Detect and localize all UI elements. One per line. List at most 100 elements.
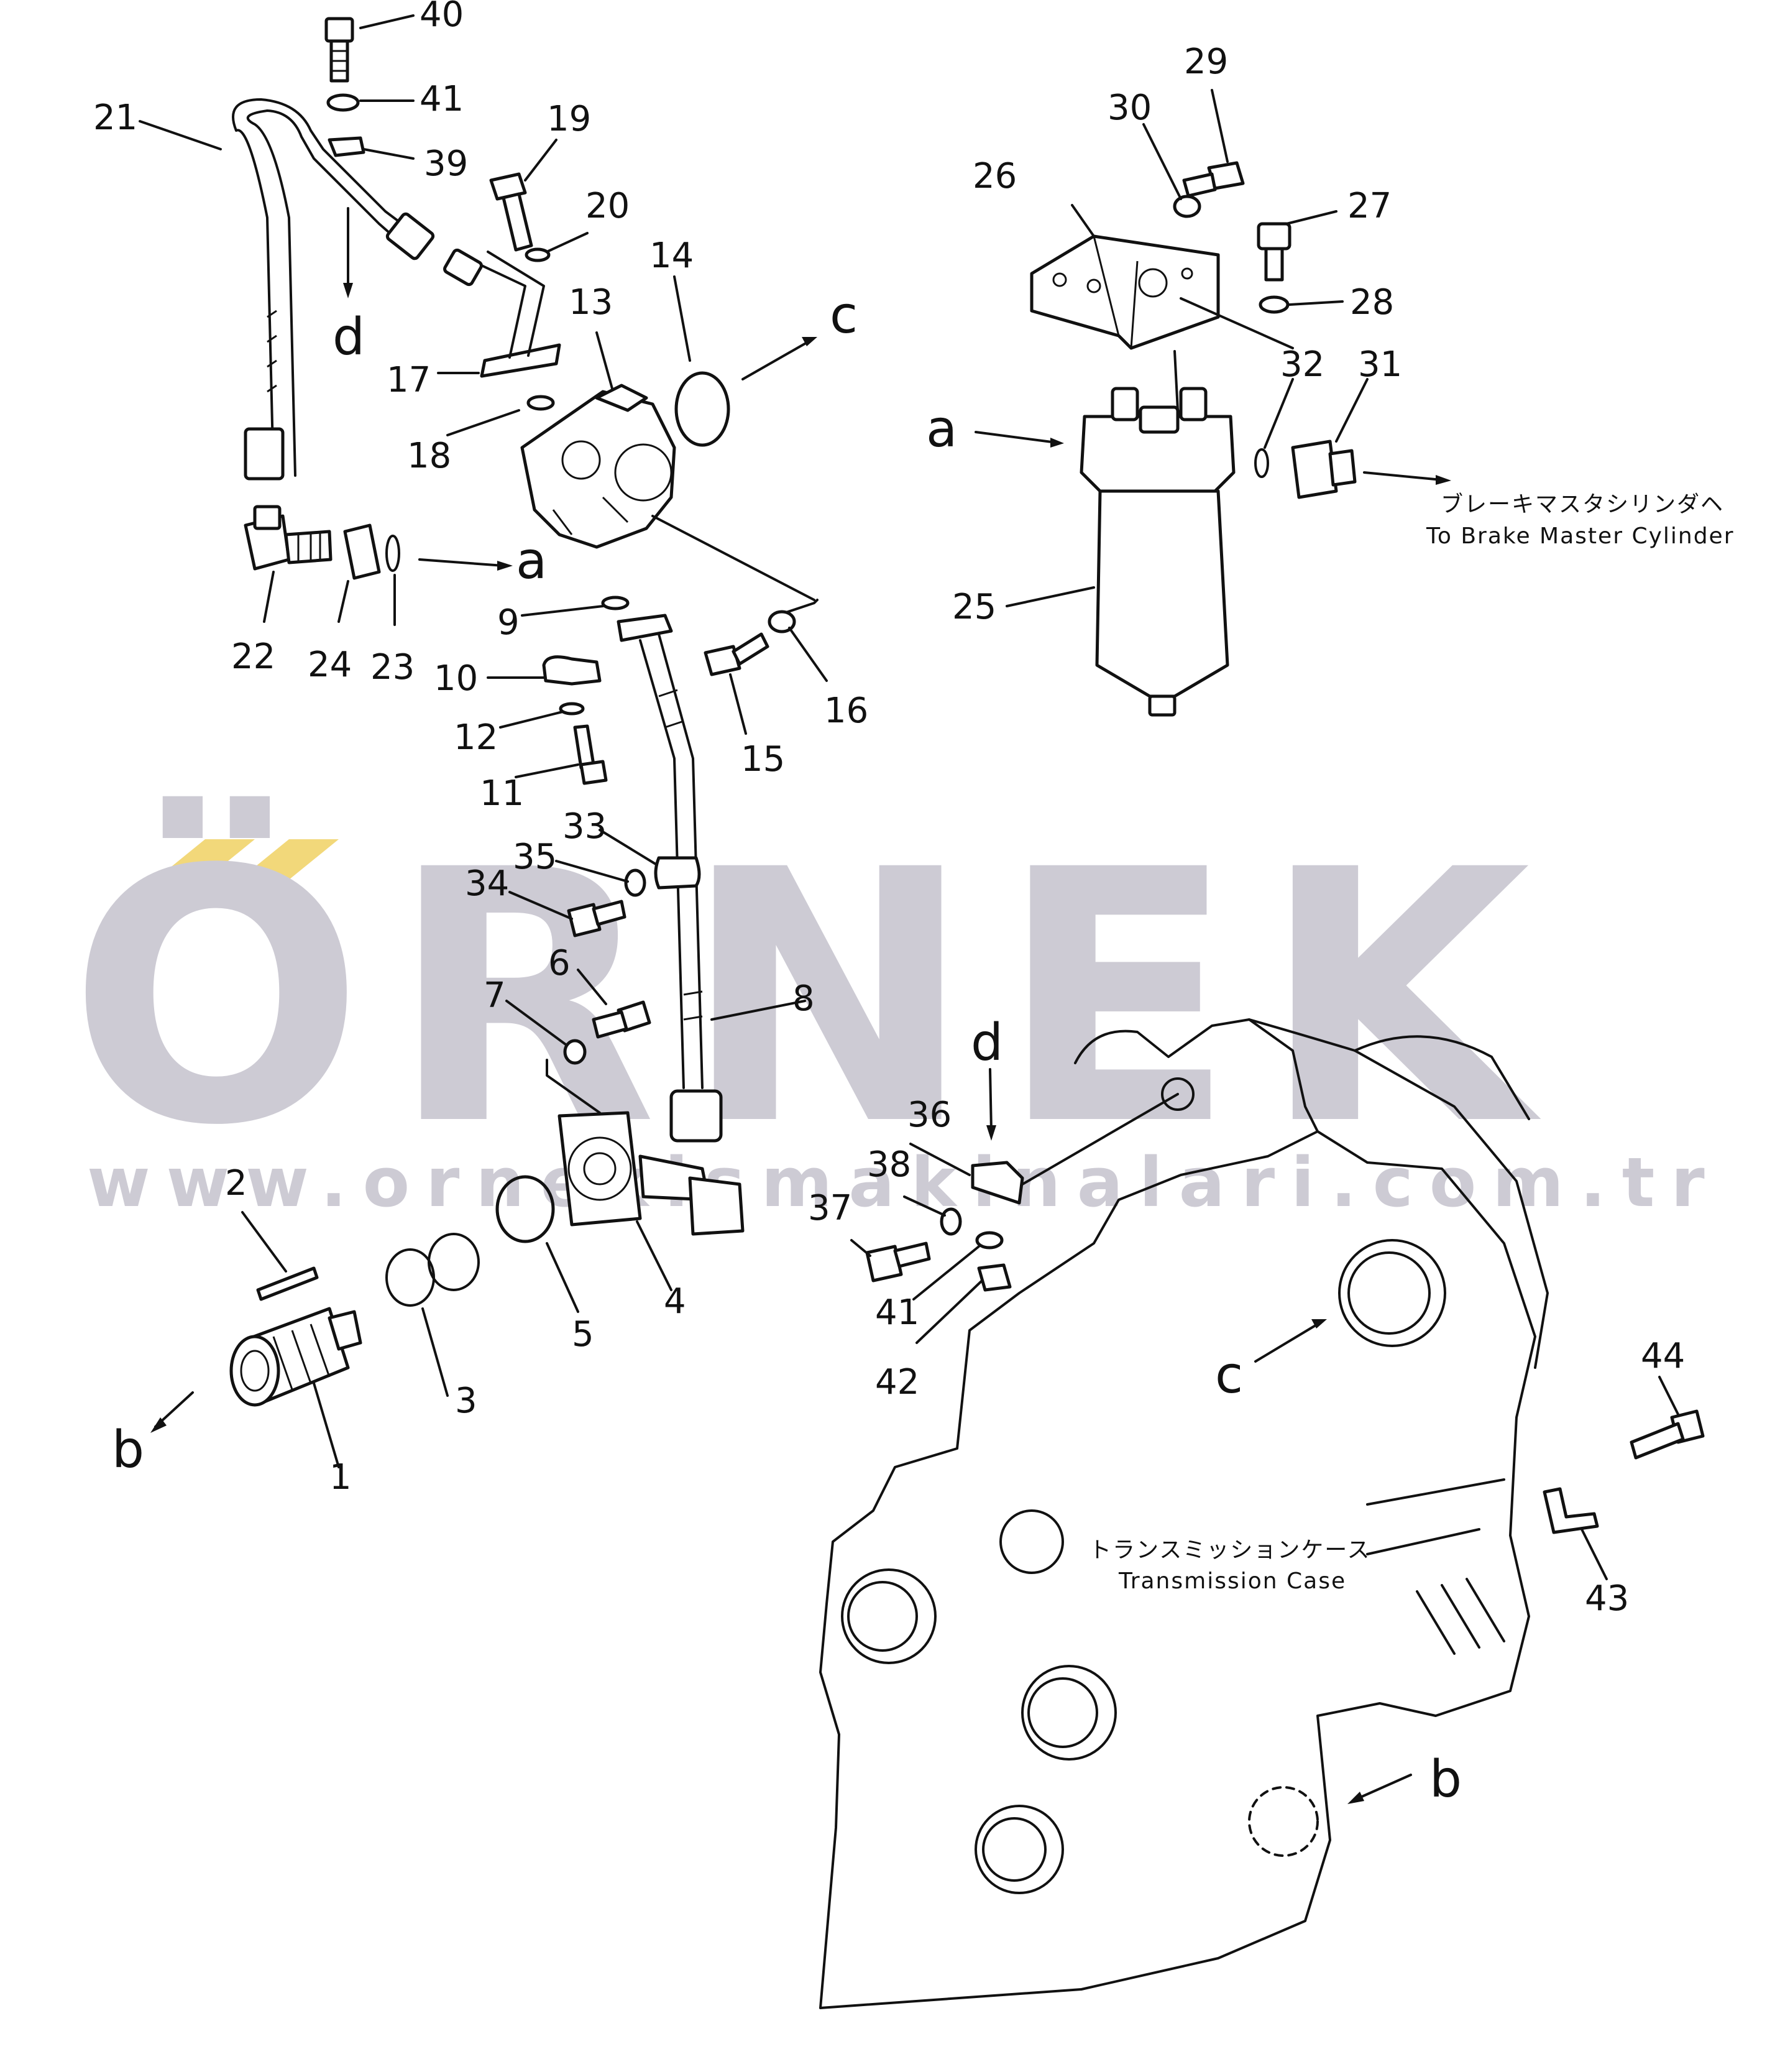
watermark-accent-left: [155, 839, 255, 880]
part-label: 17: [387, 360, 431, 400]
part-label: 44: [1641, 1336, 1685, 1376]
washer-28-drawing: [1259, 295, 1290, 314]
connection-letter: a: [926, 400, 957, 459]
clip-3-drawing: [385, 1233, 480, 1307]
oring-32-drawing: [1254, 448, 1269, 478]
part-label: 43: [1585, 1578, 1629, 1619]
strainer-1-drawing: [229, 1307, 362, 1407]
caption-case-jp: トランスミッションケース: [1089, 1537, 1370, 1563]
bolt-29-drawing: [1182, 161, 1245, 198]
connection-letter: b: [112, 1420, 144, 1480]
bolt-11-drawing: [573, 724, 608, 785]
part-label: 34: [465, 863, 509, 904]
part-label: 9: [497, 602, 520, 643]
connection-letter: d: [333, 308, 365, 367]
watermark: ÖRNEK www.ornekismakinalari.com.tr: [68, 793, 1721, 1222]
part-label: 15: [741, 739, 785, 780]
bolt-15-drawing: [704, 632, 769, 676]
part-label: 10: [434, 658, 478, 699]
part-label: 31: [1358, 344, 1402, 385]
part-label: 36: [907, 1095, 952, 1135]
connection-letter: c: [830, 286, 858, 345]
part-label: 40: [420, 0, 464, 35]
part-label: 3: [455, 1381, 477, 1421]
oring-23-drawing: [385, 535, 400, 572]
bracket-26-drawing: [1030, 234, 1220, 350]
bolt-6-drawing: [592, 1000, 651, 1039]
filter-25-drawing: [1080, 350, 1236, 717]
part-label: 20: [585, 186, 630, 226]
part-label: 18: [407, 436, 451, 476]
part-label: 41: [420, 79, 464, 119]
part-label: 30: [1108, 88, 1152, 128]
connection-letters: a a a b b c c d d: [112, 286, 1462, 1809]
part-label: 27: [1347, 186, 1392, 226]
fitting-31-drawing: [1291, 440, 1357, 499]
part-label: 29: [1184, 42, 1228, 82]
part-number-labels: 1 2 3 4 5 6 7 8 9 10 11 12 13 14 15 16 1…: [93, 0, 1685, 1619]
bolt-19-drawing: [489, 172, 533, 252]
washer-12-drawing: [559, 702, 585, 716]
clamp-10-drawing: [542, 655, 602, 686]
part-label: 16: [824, 691, 868, 731]
part-label: 32: [1280, 344, 1324, 385]
pin-2-drawing: [256, 1266, 319, 1301]
part-label: 11: [480, 773, 524, 814]
part-label: 12: [454, 717, 498, 758]
washer-35-drawing: [624, 868, 646, 897]
oring-20-drawing: [525, 247, 551, 262]
caption-case-en: Transmission Case: [1118, 1568, 1346, 1594]
oring-14-drawing: [674, 371, 730, 447]
clamp-33-drawing: [654, 856, 701, 890]
watermark-brand: ÖRNEK: [68, 793, 1555, 1202]
part-label: 8: [792, 978, 815, 1019]
part-label: 1: [329, 1457, 352, 1498]
part-label: 35: [513, 837, 557, 877]
part-label: 4: [664, 1281, 686, 1322]
bolt-40-drawing: [324, 17, 354, 83]
connection-letter: d: [971, 1013, 1003, 1072]
oring-5-drawing: [495, 1175, 555, 1243]
washer-41-drawing: [326, 93, 360, 112]
oring-9-drawing: [601, 596, 630, 610]
connection-letter: a: [516, 532, 547, 591]
caption-brake-jp: ブレーキマスタシリンダヘ: [1441, 492, 1724, 517]
part-label: 41: [875, 1292, 919, 1333]
part-label: 6: [548, 943, 571, 983]
clip-39-drawing: [328, 136, 365, 157]
bolt-34-drawing: [567, 900, 626, 937]
part-label: 19: [547, 99, 591, 139]
part-label: 37: [808, 1188, 852, 1228]
part-label: 5: [572, 1314, 594, 1355]
bracket-36-drawing: [971, 1161, 1024, 1205]
part-label: 28: [1350, 282, 1394, 323]
elbow-17-drawing: [443, 248, 561, 378]
part-label: 14: [649, 236, 694, 276]
part-label: 42: [875, 1362, 919, 1402]
part-label: 24: [308, 645, 352, 685]
part-label: 21: [93, 98, 137, 138]
connection-arrows: [150, 207, 1451, 1804]
hose-21-drawing: [232, 98, 435, 481]
part-label: 26: [973, 156, 1017, 196]
fitting-22-drawing: [244, 505, 333, 571]
part-label: 13: [569, 282, 613, 323]
part-label: 2: [225, 1163, 247, 1204]
part-drawings: [139, 14, 1705, 2009]
watermark-url: www.ornekismakinalari.com.tr: [87, 1143, 1721, 1222]
washer-30-drawing: [1173, 195, 1201, 218]
tube-8-drawing: [617, 614, 723, 1143]
caption-brake-en: To Brake Master Cylinder: [1426, 523, 1735, 549]
nut-24-drawing: [343, 523, 381, 580]
bolt-44-drawing: [1630, 1409, 1705, 1460]
washer-16-drawing: [768, 610, 796, 633]
housing-4-drawing: [546, 1059, 745, 1236]
bolt-37-drawing: [865, 1241, 931, 1282]
washer-38-drawing: [940, 1207, 962, 1236]
part-label: 25: [952, 587, 996, 627]
part-label: 7: [484, 975, 506, 1016]
washer-41b-drawing: [975, 1231, 1004, 1250]
captions: ブレーキマスタシリンダヘ To Brake Master Cylinder トラ…: [1089, 492, 1735, 1594]
watermark-accent-right: [239, 839, 339, 880]
clip-43-drawing: [1543, 1487, 1599, 1534]
